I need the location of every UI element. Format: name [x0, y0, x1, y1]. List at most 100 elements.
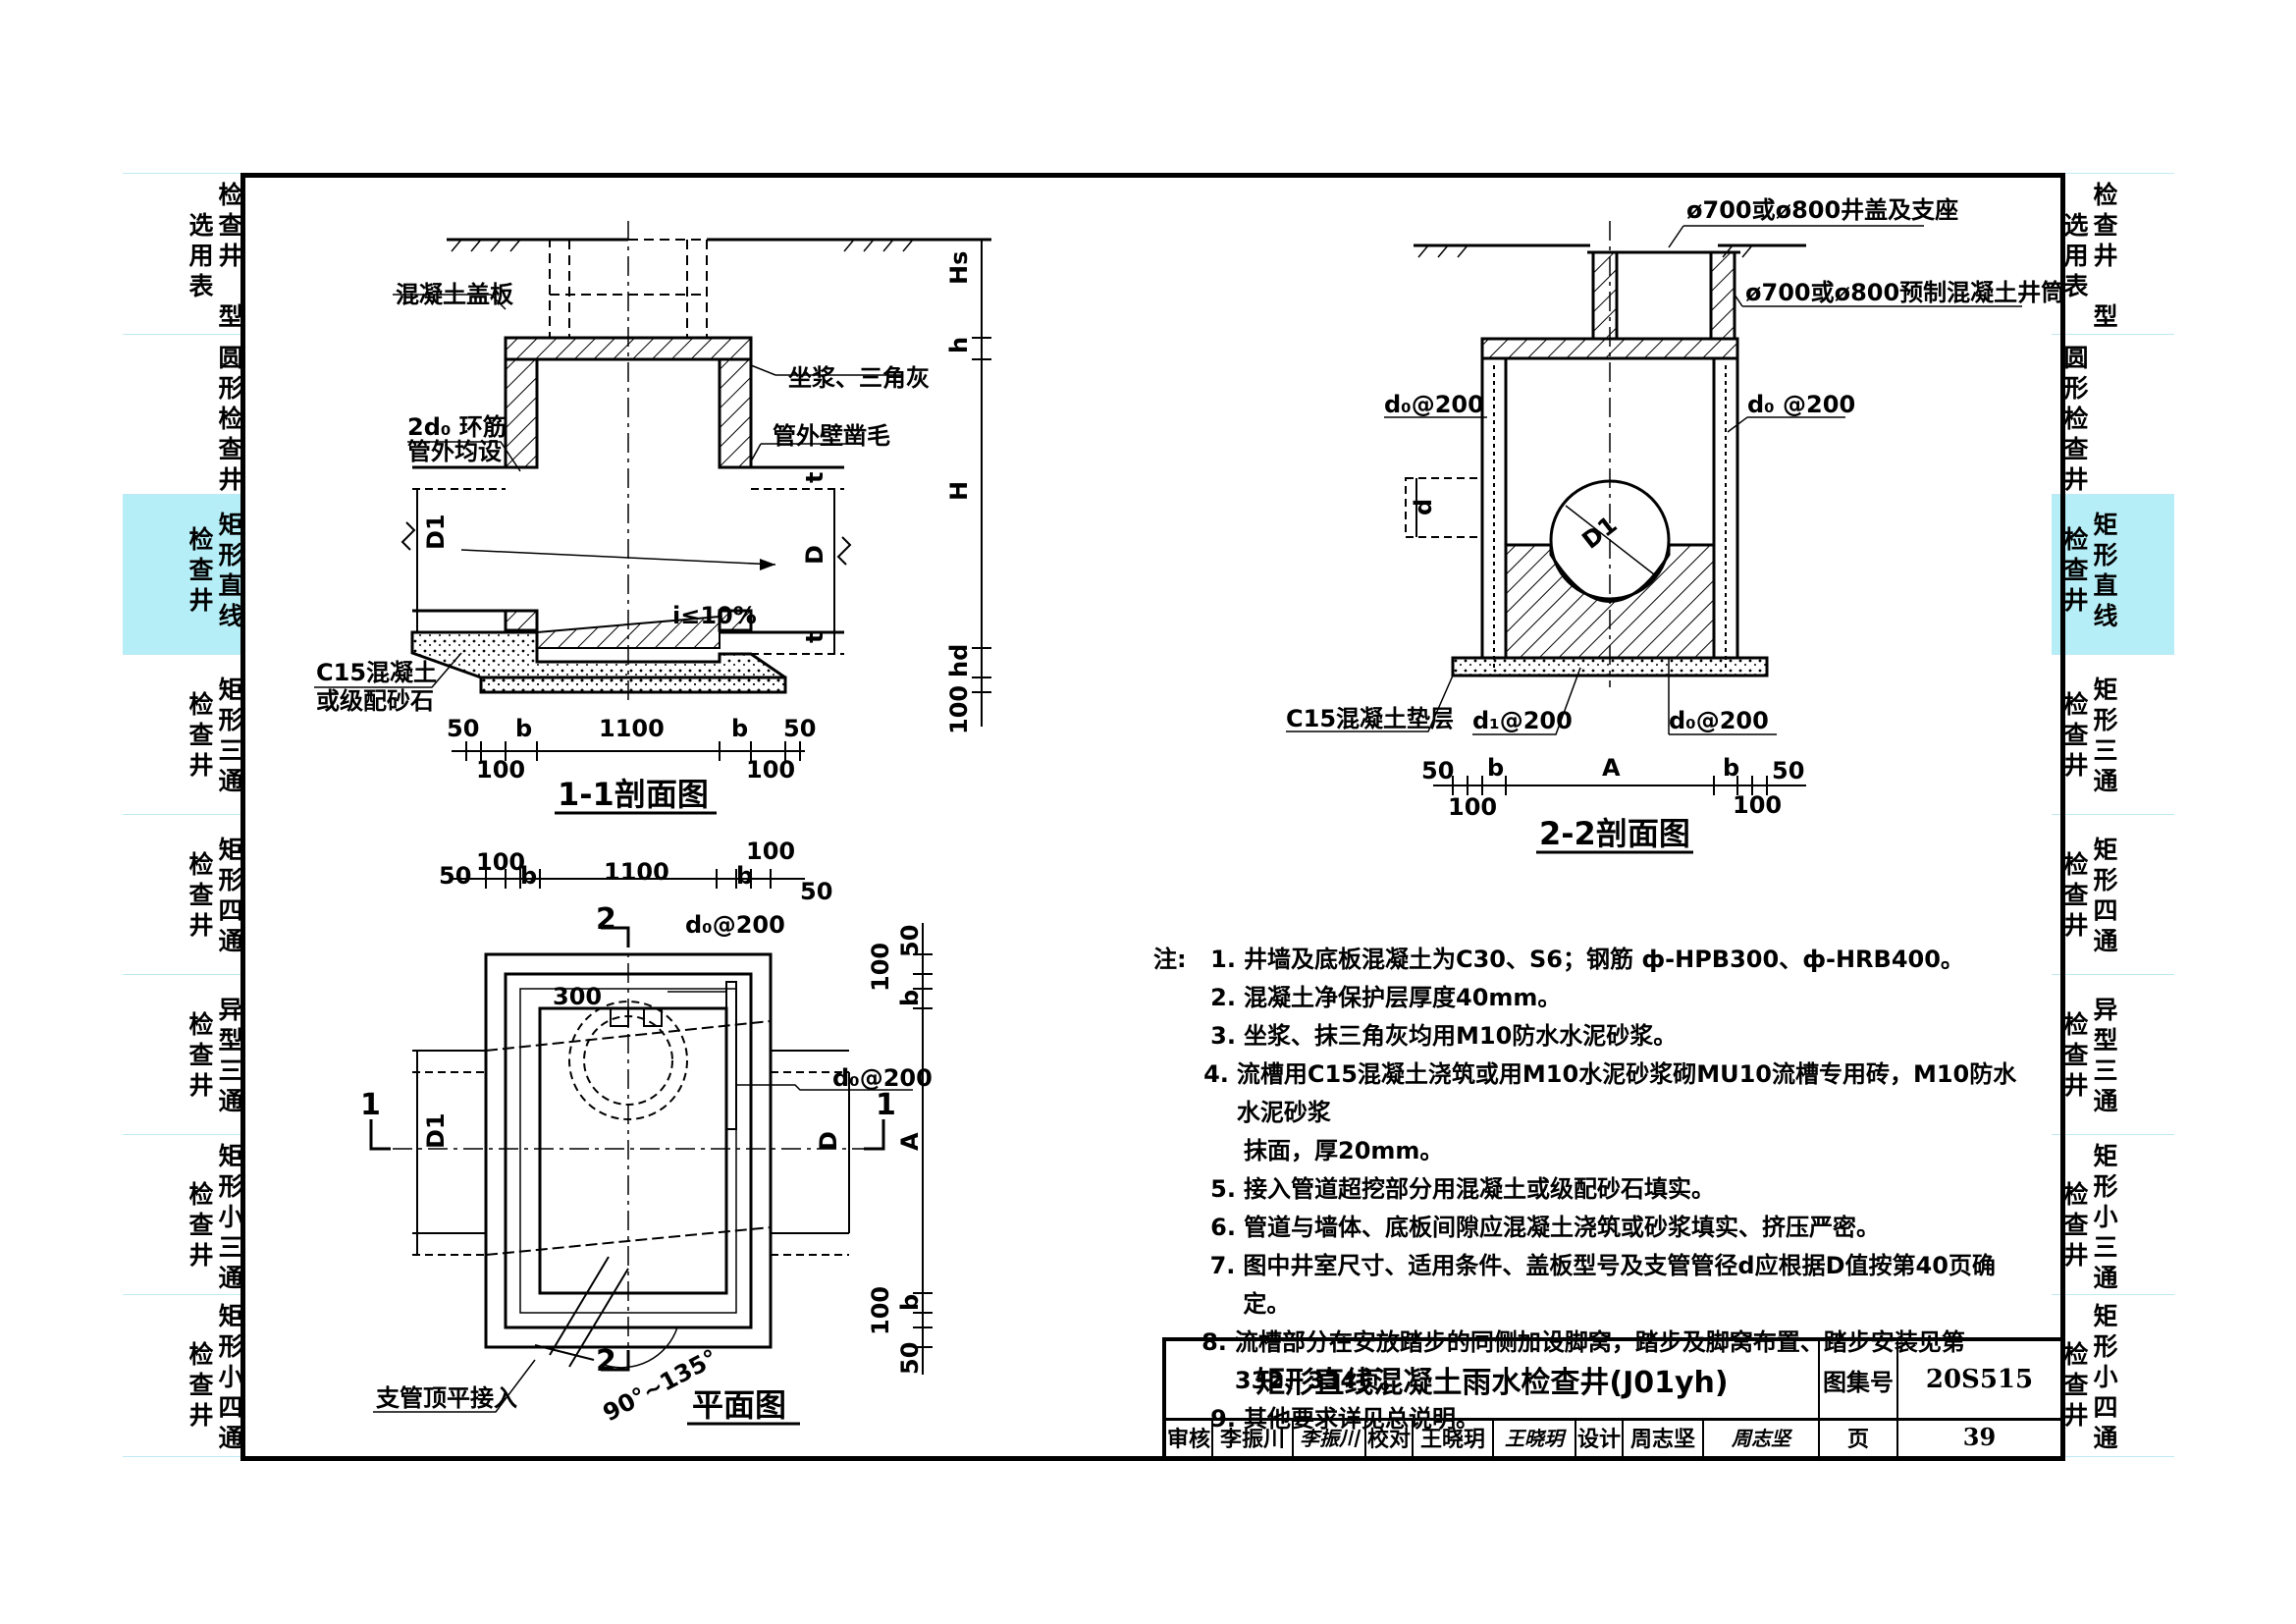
tab-special-tee-r[interactable]: 检查井 异型三通 [2052, 974, 2174, 1135]
dim-bottom-1: 100 [1733, 791, 1782, 819]
dim-plan-D: D [815, 1131, 842, 1151]
plan-view-labels: 100 100 50 b 1100 b 50 2 2 1 1 d₀@200 d₀… [360, 838, 933, 1427]
dim-Hs: Hs [945, 251, 973, 285]
label-rebar-left: d₀@200 [1384, 391, 1484, 418]
tab-rect-small-tee[interactable]: 检查井 矩形小三通 [123, 1134, 245, 1295]
tab-rect-small-tee-r[interactable]: 检查井 矩形小三通 [2052, 1134, 2174, 1295]
note-2: 2. 混凝土净保护层厚度40mm。 [1153, 979, 2037, 1017]
label-ring2: 管外均设 [407, 438, 502, 465]
title-block-row2: 审核 李振川 李振川 校对 王晓玥 王晓玥 设计 周志坚 周志坚 页 39 [1166, 1418, 2060, 1456]
tab-rect-straight-r[interactable]: 检查井 矩形直线 [2052, 494, 2174, 655]
dim-t2: t [801, 632, 828, 643]
dim-top-1: b [515, 715, 532, 742]
dim-plan-D1: D1 [422, 1112, 450, 1149]
label-rebar-bottom2: d₀@200 [1669, 707, 1769, 734]
label-slope: i≤10% [672, 602, 757, 629]
dim-plan-r1: 100 [867, 943, 894, 992]
tab-rect-tee[interactable]: 检查井 矩形三通 [123, 654, 245, 815]
tab-text-b: 矩形小四通 [2093, 1302, 2118, 1452]
tab-text-b: 矩形四通 [218, 836, 243, 955]
tab-text-c: 型 [2093, 302, 2118, 331]
tab-rect-cross-r[interactable]: 检查井 矩形四通 [2052, 814, 2174, 975]
cut-1-right: 1 [876, 1088, 896, 1122]
dim-top-2: A [1602, 754, 1621, 782]
dim-plan-top-1: b [520, 862, 537, 890]
tab-text-a: 检查井 [2063, 1340, 2089, 1430]
notes: 注: 1. 井墙及底板混凝土为C30、S6；钢筋 ф-HPB300、ф-HRB4… [1153, 941, 2037, 1438]
tab-text-b: 矩形三通 [2093, 676, 2118, 795]
check-label: 校对 [1366, 1418, 1414, 1456]
note-2-text: 混凝土净保护层厚度40mm。 [1244, 984, 1562, 1011]
title-block-row1: 矩形直线混凝土雨水检查井(J01yh) 图集号 20S515 [1166, 1341, 2060, 1421]
checker-name: 王晓玥 [1414, 1418, 1494, 1456]
section-1-1-labels: 混凝土盖板 坐浆、三角灰 2d₀ 环筋 管外均设 管外壁凿毛 i≤10% C15… [316, 251, 973, 813]
note-1: 注: 1. 井墙及底板混凝土为C30、S6；钢筋 ф-HPB300、ф-HRB4… [1153, 941, 2037, 979]
tab-rect-straight[interactable]: 检查井 矩形直线 [123, 494, 245, 655]
tab-rect-small-cross-r[interactable]: 检查井 矩形小四通 [2052, 1294, 2174, 1457]
label-cushion: C15混凝土垫层 [1286, 705, 1454, 732]
tab-special-tee[interactable]: 检查井 异型三通 [123, 974, 245, 1135]
dim-h: h [945, 337, 973, 353]
note-4: 4. 流槽用C15混凝土浇筑或用M10水泥砂浆砌MU10流槽专用砖，M10防水水… [1153, 1056, 2037, 1132]
atlas-label: 图集号 [1820, 1341, 1898, 1418]
notes-lead: 注: [1153, 946, 1187, 973]
tab-text-a: 检查井 [2063, 1010, 2089, 1100]
tab-inspection-selection[interactable]: 检查井 选用表 型 [123, 173, 245, 334]
dim-plan-r4: 100 [867, 1286, 894, 1335]
label-wall-rough: 管外壁凿毛 [773, 422, 890, 450]
tab-text-a: 检查井 [188, 1010, 214, 1100]
note-7: 7. 图中井室尺寸、适用条件、盖板型号及支管管径d应根据D值按第40页确定。 [1153, 1247, 2037, 1324]
atlas-number: 20S515 [1925, 1365, 2034, 1394]
dim-plan-top-4: 50 [800, 878, 832, 905]
tab-text-a: 圆形 [2063, 344, 2089, 403]
plan-title: 平面图 [692, 1386, 786, 1424]
dim-H: H [945, 481, 973, 501]
page-number: 39 [1962, 1423, 1997, 1451]
note-6-text: 管道与墙体、底板间隙应混凝土浇筑或砂浆填实、挤压严密。 [1244, 1214, 1880, 1241]
tab-rect-small-cross[interactable]: 检查井 矩形小四通 [123, 1294, 245, 1457]
dim-top-3: b [1723, 754, 1739, 782]
plan-view [369, 869, 933, 1426]
page-label: 页 [1820, 1418, 1898, 1456]
note-5-text: 管道超挖部分用混凝土或级配砂石填实。 [1291, 1175, 1715, 1203]
note-4-cont: 抹面，厚20mm。 [1153, 1132, 2037, 1170]
tab-text-b: 矩形四通 [2093, 836, 2118, 955]
tab-inspection-selection-r[interactable]: 检查井 选用表 型 [2052, 173, 2174, 334]
reviewer-name: 李振川 [1213, 1418, 1294, 1456]
tab-text-a: 检查井 [2063, 690, 2089, 780]
tab-text-a: 检查井 [188, 1340, 214, 1430]
tab-text-a: 检查井 [188, 525, 214, 615]
dim-300: 300 [553, 983, 602, 1010]
tab-text-b: 矩形三通 [218, 676, 243, 795]
tab-rect-tee-r[interactable]: 检查井 矩形三通 [2052, 654, 2174, 815]
dim-plan-r3: b [896, 1294, 924, 1311]
reviewer-signature: 李振川 [1294, 1418, 1366, 1456]
label-precast-shaft: ø700或ø800预制混凝土井筒 [1745, 279, 2064, 306]
dim-plan-r5: 50 [896, 1342, 924, 1375]
dim-top-2: 1100 [599, 715, 665, 742]
dim-D1: D1 [1576, 511, 1622, 555]
dim-top-0: 50 [447, 715, 479, 742]
design-label: 设计 [1576, 1418, 1624, 1456]
note-7-text: 图中井室尺寸、适用条件、盖板型号及支管管径d应根据D值按第40页确定。 [1243, 1252, 1996, 1318]
dim-100-right: 100 [945, 685, 973, 734]
section-1-1-title: 1-1剖面图 [558, 776, 709, 813]
tab-round-well-r[interactable]: 圆形 检查井 [2052, 334, 2174, 495]
tab-text-b: 矩形直线 [2093, 511, 2118, 630]
tab-text-b: 异型三通 [218, 996, 243, 1115]
dim-d: d [1410, 499, 1437, 515]
label-cover-slab: 混凝土盖板 [396, 281, 514, 308]
label-rebar-bottom1: d₁@200 [1472, 707, 1573, 734]
tab-rect-cross[interactable]: 检查井 矩形四通 [123, 814, 245, 975]
dim-plan-100b: 100 [746, 838, 795, 865]
review-label: 审核 [1166, 1418, 1213, 1456]
dim-top-4: 50 [1772, 757, 1804, 785]
tab-text-a: 检查井 [188, 690, 214, 780]
designer-name: 周志坚 [1624, 1418, 1704, 1456]
tab-text-b: 异型三通 [2093, 996, 2118, 1115]
tab-round-well[interactable]: 圆形 检查井 [123, 334, 245, 495]
tab-text-b: 矩形小三通 [2093, 1142, 2118, 1292]
note-3: 3. 坐浆、抹三角灰均用M10防水水泥砂浆。 [1153, 1017, 2037, 1056]
dim-top-4: 50 [783, 715, 816, 742]
